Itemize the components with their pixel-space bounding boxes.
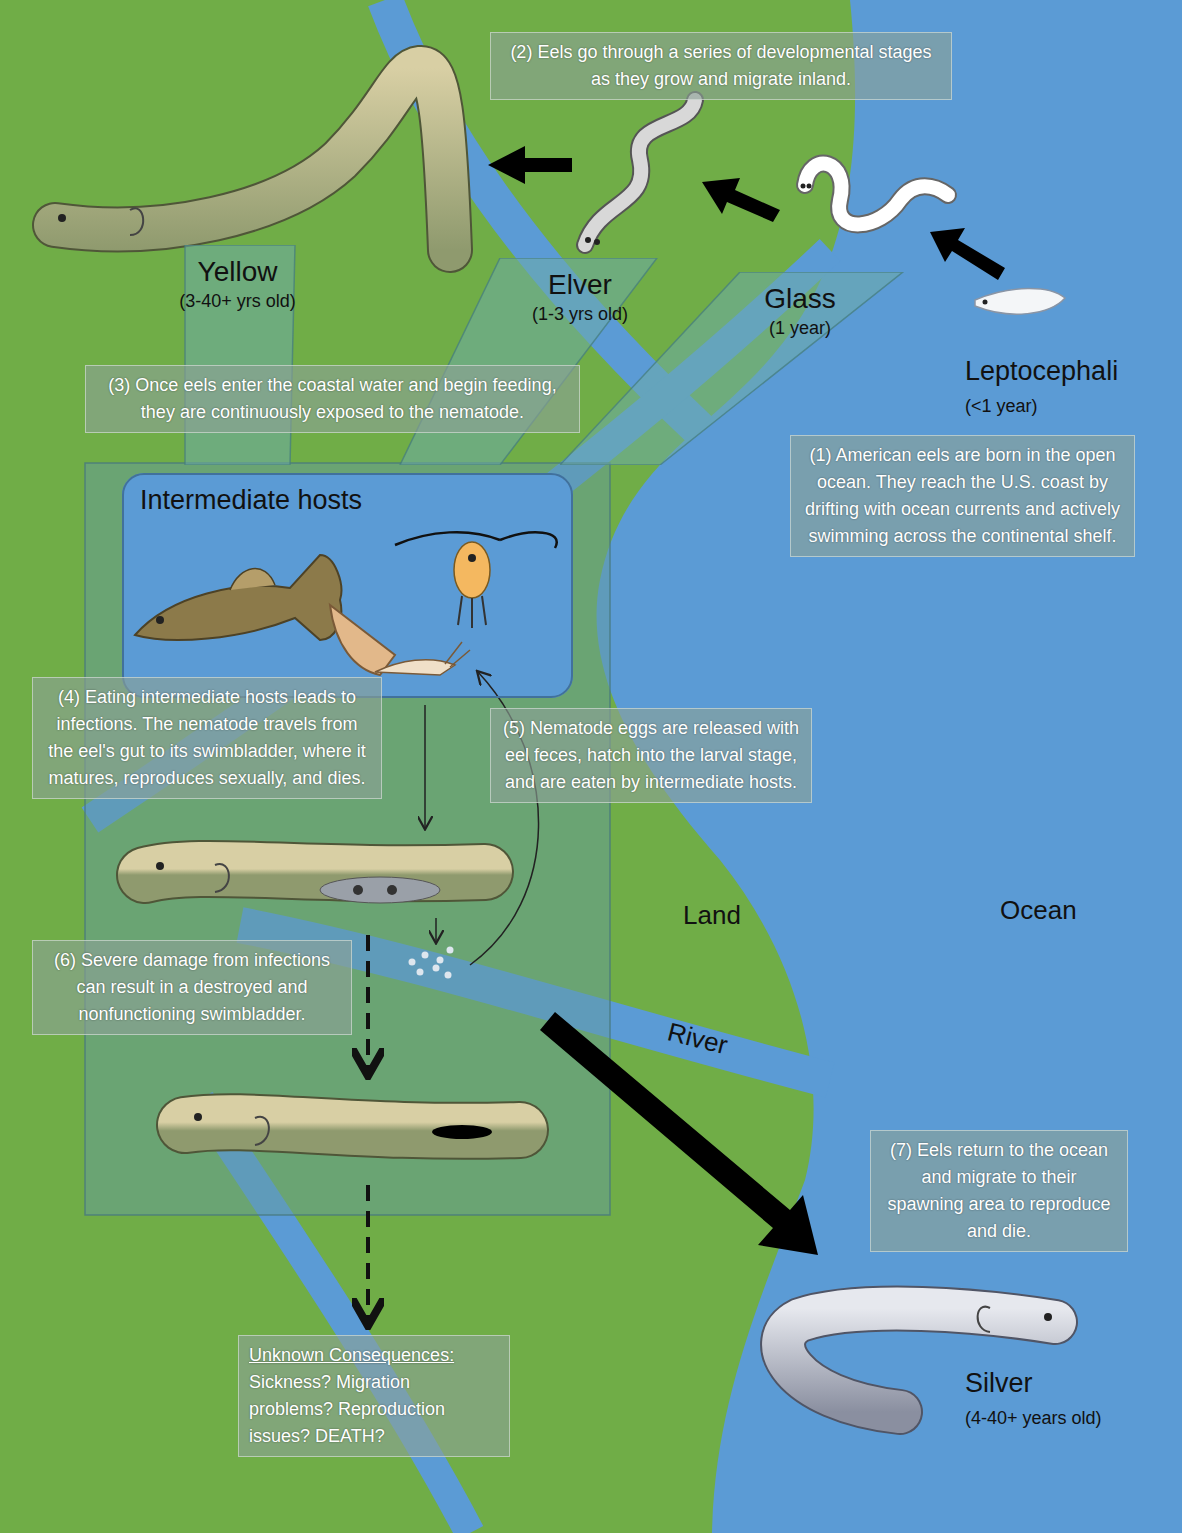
copepod xyxy=(395,532,557,628)
callout-text: (1) American eels are born in the open o… xyxy=(801,442,1124,550)
consequence-body: Sickness? Migration problems? Reproducti… xyxy=(249,1372,445,1446)
elver-eel xyxy=(585,100,695,245)
stage-name: Glass xyxy=(735,282,865,316)
callout-box: (5) Nematode eggs are released with eel … xyxy=(490,708,812,803)
migration-arrow xyxy=(540,1012,818,1255)
consequence-heading: Unknown Consequences: xyxy=(249,1345,454,1365)
infection-panel xyxy=(85,463,610,1215)
consequence-text: Unknown Consequences: Sickness? Migratio… xyxy=(249,1342,499,1450)
region-label: Ocean xyxy=(1000,895,1077,926)
hosts-box-fill xyxy=(122,473,573,698)
stage-age: (<1 year) xyxy=(965,396,1038,417)
consequence-arrow xyxy=(366,1185,370,1322)
consequence-box: Unknown Consequences: Sickness? Migratio… xyxy=(238,1335,510,1457)
band-label: Glass(1 year) xyxy=(735,282,865,340)
silver-eel xyxy=(783,1307,1055,1412)
stage-age: (3-40+ yrs old) xyxy=(155,289,320,313)
damaged-eel xyxy=(185,1113,520,1145)
callout-box: (2) Eels go through a series of developm… xyxy=(490,32,952,100)
glass-eel xyxy=(801,164,949,225)
stage-name: Leptocephali xyxy=(965,356,1118,387)
callout-box: (4) Eating intermediate hosts leads to i… xyxy=(32,677,382,799)
callout-box: (7) Eels return to the ocean and migrate… xyxy=(870,1130,1128,1252)
callout-text: (3) Once eels enter the coastal water an… xyxy=(96,372,569,426)
callout-text: (6) Severe damage from infections can re… xyxy=(43,947,341,1028)
infected-eel xyxy=(145,862,485,903)
stage-age: (1-3 yrs old) xyxy=(490,302,670,326)
callout-box: (3) Once eels enter the coastal water an… xyxy=(85,365,580,433)
yellow-eel xyxy=(55,68,450,250)
callout-text: (2) Eels go through a series of developm… xyxy=(501,39,941,93)
band-label: Yellow(3-40+ yrs old) xyxy=(155,255,320,313)
leptocephalus xyxy=(975,288,1065,314)
snail xyxy=(330,605,470,675)
callout-text: (5) Nematode eggs are released with eel … xyxy=(501,715,801,796)
stage-name: Yellow xyxy=(155,255,320,289)
stage-age: (4-40+ years old) xyxy=(965,1408,1102,1429)
stage-name: Silver xyxy=(965,1368,1033,1399)
callout-text: (7) Eels return to the ocean and migrate… xyxy=(881,1137,1117,1245)
egg-arrow xyxy=(435,918,437,942)
hosts-title: Intermediate hosts xyxy=(140,485,555,516)
callout-box: (6) Severe damage from infections can re… xyxy=(32,940,352,1035)
fish xyxy=(135,555,341,640)
band-label: Elver(1-3 yrs old) xyxy=(490,268,670,326)
region-label: Land xyxy=(683,900,741,931)
damage-arrow xyxy=(366,935,370,1072)
nematode-eggs xyxy=(409,947,454,979)
callout-text: (4) Eating intermediate hosts leads to i… xyxy=(43,684,371,792)
hosts-box: Intermediate hosts xyxy=(122,473,573,698)
stage-name: Elver xyxy=(490,268,670,302)
callout-box: (1) American eels are born in the open o… xyxy=(790,435,1135,557)
stage-age: (1 year) xyxy=(735,316,865,340)
infection-arrow xyxy=(424,705,426,828)
